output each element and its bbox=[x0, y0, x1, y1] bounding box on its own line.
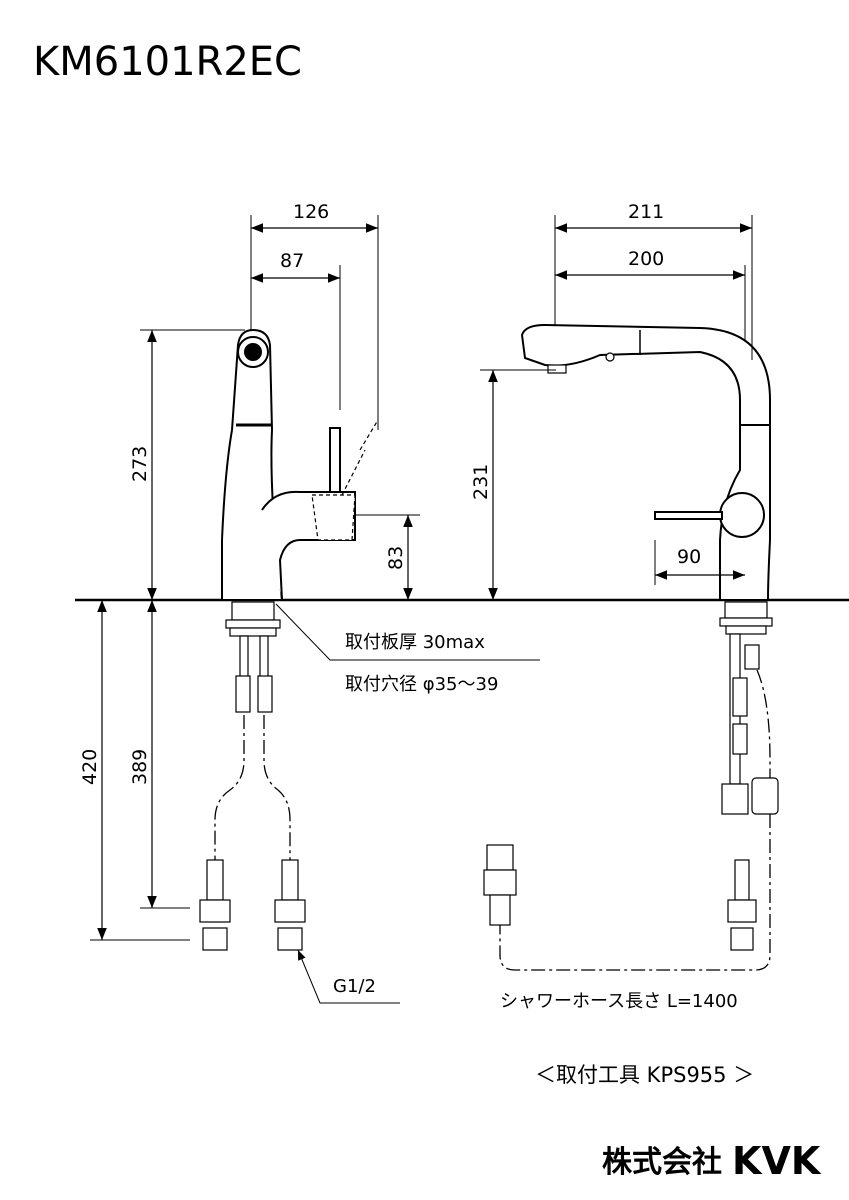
dim-87: 87 bbox=[280, 250, 304, 272]
kvk-logo: KVK bbox=[732, 1139, 822, 1183]
side-view-faucet bbox=[483, 323, 779, 971]
company-name: 株式会社 bbox=[602, 1145, 722, 1180]
dim-231: 231 bbox=[470, 464, 492, 500]
dim-126: 126 bbox=[293, 201, 329, 223]
front-dimensions: 126 87 273 83 420 389 取付板厚 30max 取付穴径 φ3… bbox=[79, 201, 540, 1004]
dim-389: 389 bbox=[129, 749, 151, 785]
dim-211: 211 bbox=[628, 201, 664, 223]
dim-420: 420 bbox=[79, 749, 101, 785]
note-hole-diameter: 取付穴径 φ35～39 bbox=[345, 674, 498, 695]
dim-90: 90 bbox=[677, 546, 701, 568]
front-view-faucet bbox=[199, 328, 379, 951]
side-dimensions: 211 200 231 90 シャワーホース長さ L=1400 bbox=[470, 201, 753, 1012]
dim-83: 83 bbox=[385, 546, 407, 570]
dim-200: 200 bbox=[628, 248, 664, 270]
note-hose-length: シャワーホース長さ L=1400 bbox=[500, 991, 738, 1012]
model-title: KM6101R2EC bbox=[33, 39, 302, 85]
company-logo: 株式会社 KVK bbox=[602, 1139, 822, 1183]
note-thread-g12: G1/2 bbox=[333, 976, 376, 997]
tool-note: ＜取付工具 KPS955 ＞ bbox=[535, 1063, 754, 1087]
dim-273: 273 bbox=[129, 446, 151, 482]
note-plate-thickness: 取付板厚 30max bbox=[345, 632, 485, 653]
